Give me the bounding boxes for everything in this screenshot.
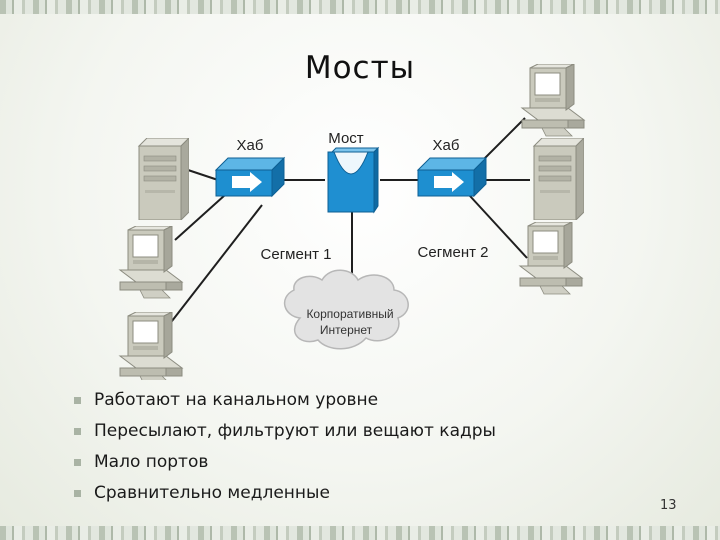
bullet-marker: [74, 397, 81, 404]
segment-2-label: Сегмент 2: [418, 244, 489, 261]
bullet-item: Сравнительно медленные: [74, 481, 496, 512]
page-number: 13: [660, 498, 677, 513]
bullet-item: Работают на канальном уровне: [74, 388, 496, 419]
bullet-item: Пересылают, фильтруют или вещают кадры: [74, 419, 496, 450]
hub-right-label: Хаб: [433, 137, 460, 154]
bullet-list: Работают на канальном уровне Пересылают,…: [74, 388, 496, 512]
bullet-text: Работают на канальном уровне: [94, 390, 378, 410]
cloud-label-line1: Корпоративный: [306, 307, 393, 321]
link-hub-left-server: [188, 170, 218, 180]
hub-right-icon: [418, 158, 486, 196]
bullet-marker: [74, 490, 81, 497]
server-right-icon: [534, 138, 584, 220]
bullet-item: Мало портов: [74, 450, 496, 481]
bullet-text: Сравнительно медленные: [94, 483, 330, 503]
hub-left-icon: [216, 158, 284, 196]
bridge-label: Мост: [328, 130, 364, 147]
network-diagram: Хаб Мост Хаб Сегмент 1 Сегмент 2 Корпора…: [0, 0, 720, 380]
bullet-marker: [74, 459, 81, 466]
segment-1-label: Сегмент 1: [261, 246, 332, 263]
pc-right-bottom-icon: [520, 222, 582, 294]
link-hub-left-pc2: [165, 205, 262, 330]
bullet-text: Мало портов: [94, 452, 208, 472]
cloud-label-line2: Интернет: [320, 323, 373, 337]
pc-left-2-icon: [120, 312, 182, 380]
bottom-decorative-bar: [0, 526, 720, 540]
bullet-marker: [74, 428, 81, 435]
pc-left-1-icon: [120, 226, 182, 298]
hub-left-label: Хаб: [237, 137, 264, 154]
bridge-icon: [328, 148, 378, 212]
bullet-text: Пересылают, фильтруют или вещают кадры: [94, 421, 496, 441]
pc-right-top-icon: [522, 64, 584, 136]
server-left-icon: [139, 138, 189, 220]
